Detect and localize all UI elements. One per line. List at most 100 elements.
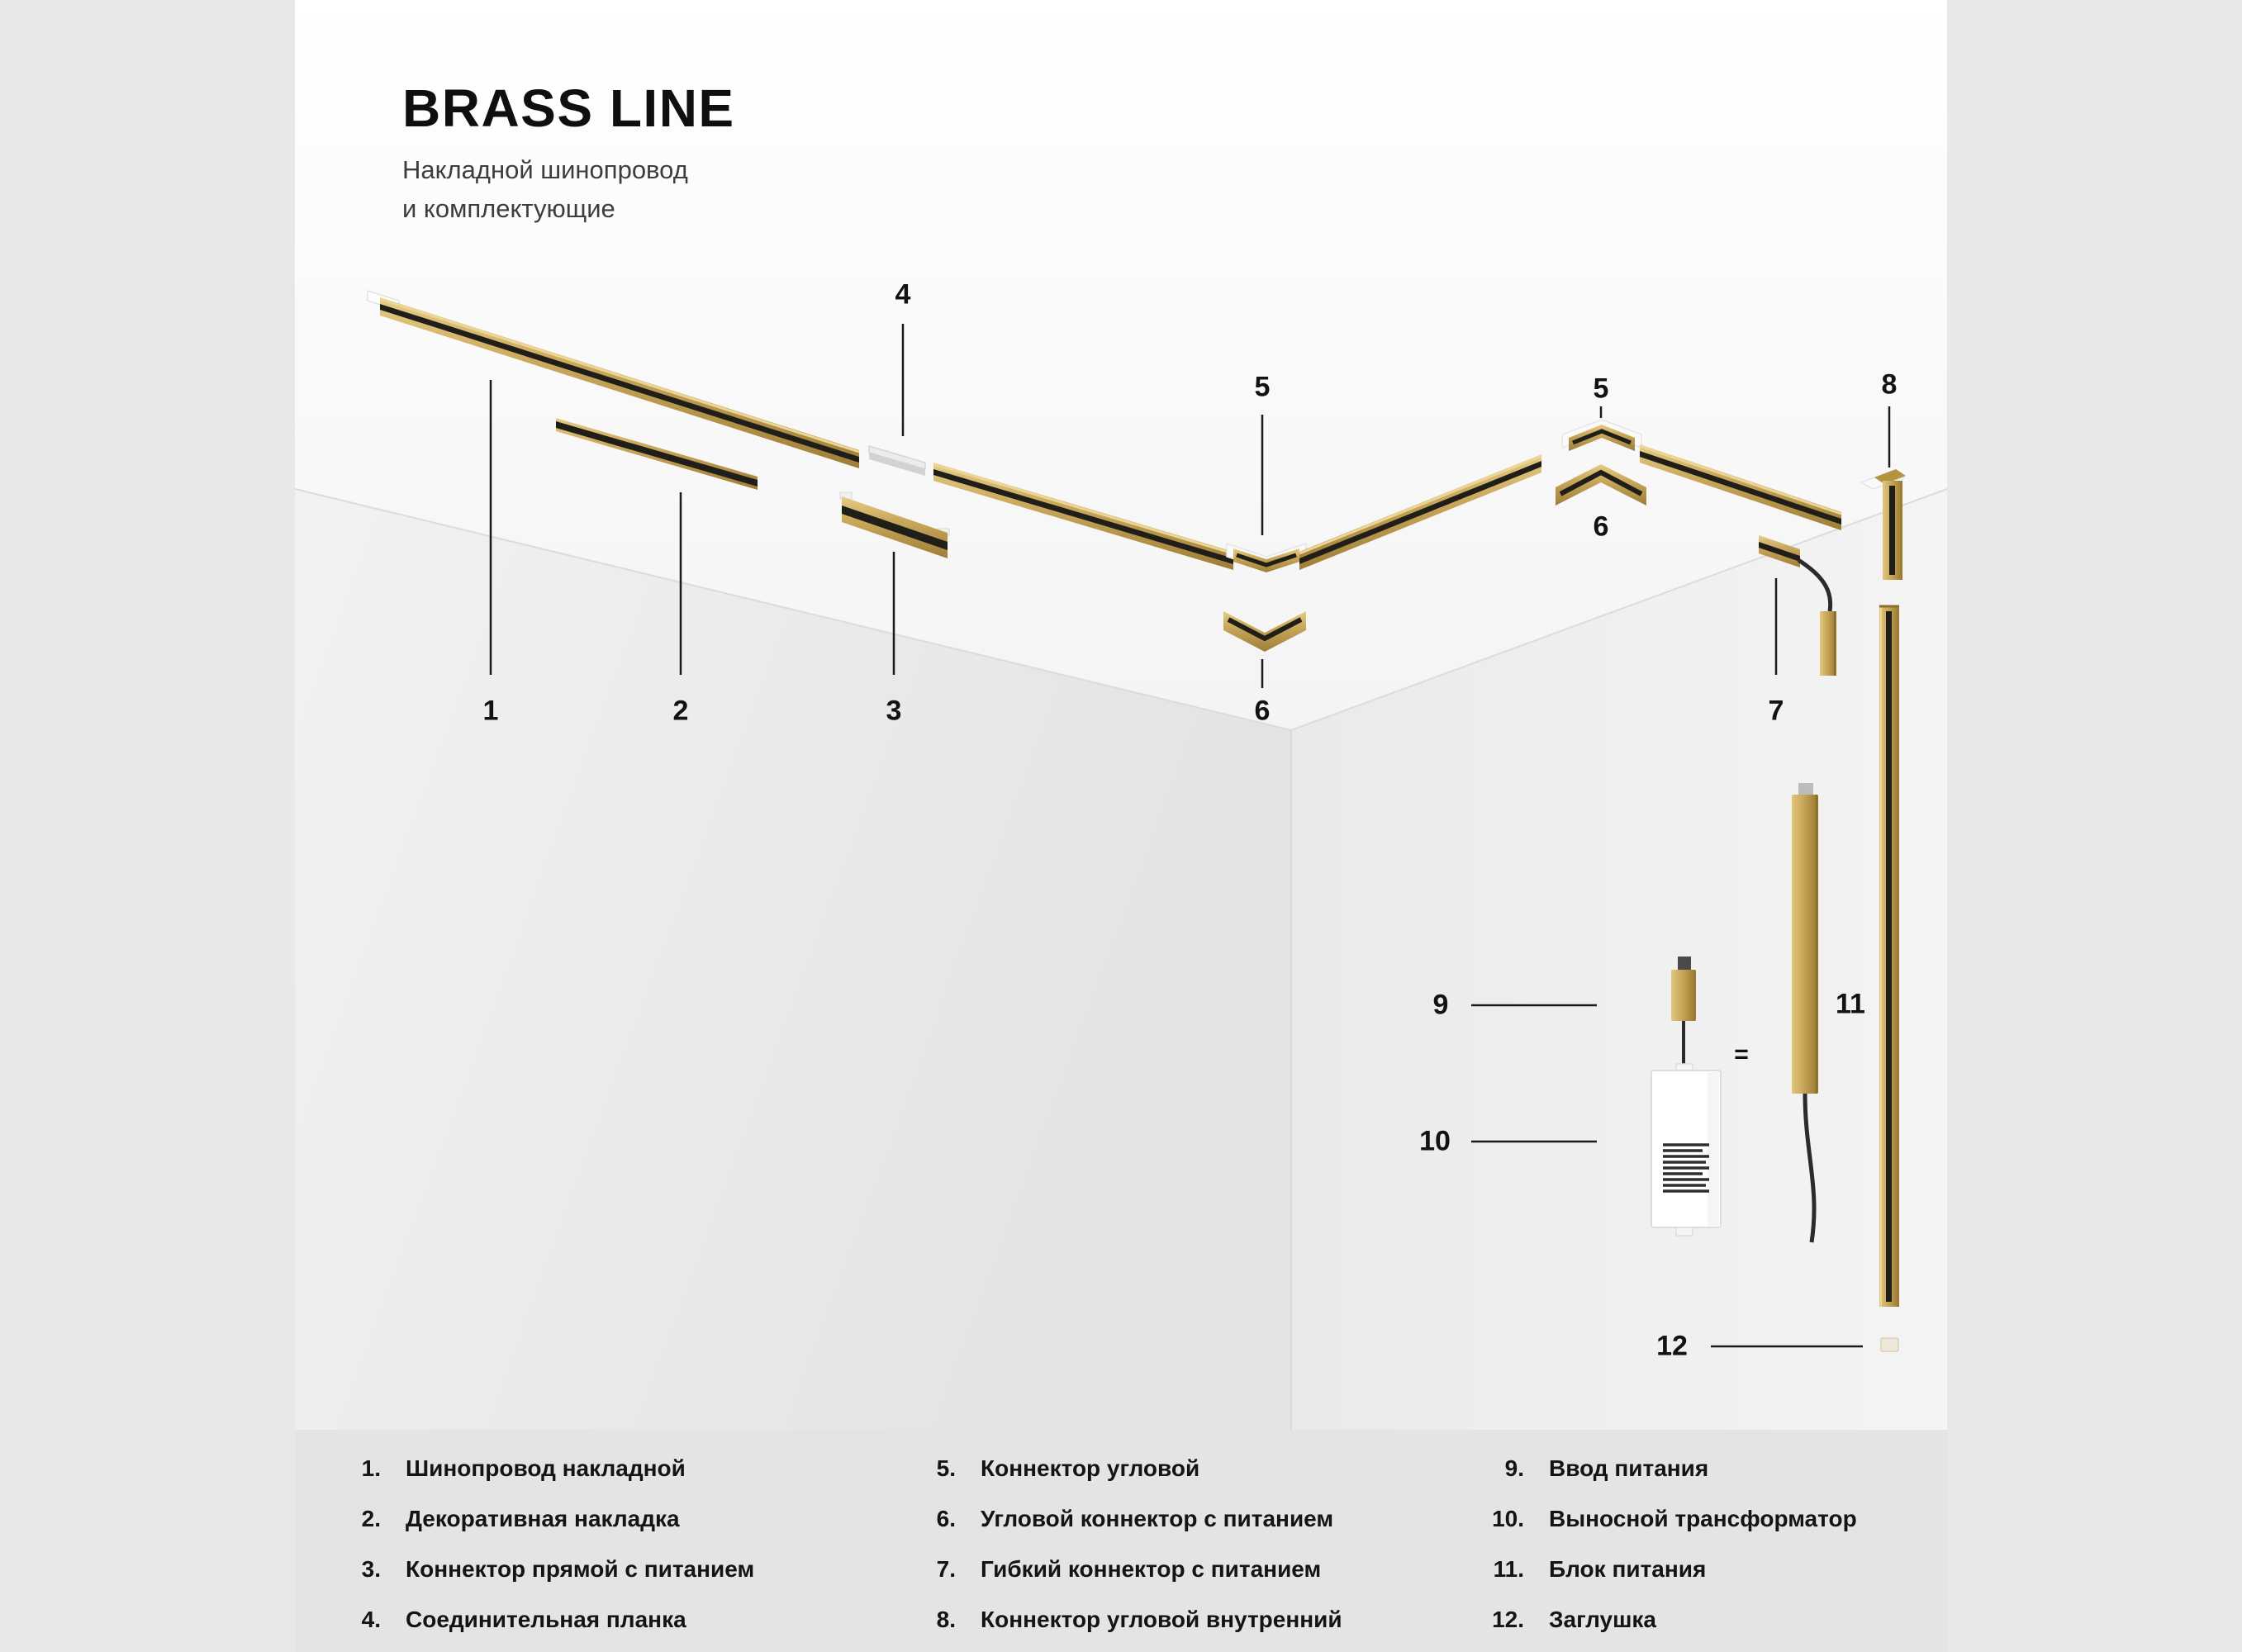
- legend-item-number: 5.: [936, 1455, 956, 1481]
- corner-slot: [1236, 553, 1297, 567]
- track-highlight: [379, 297, 860, 453]
- legend-item: 6. Угловой коннектор с питанием: [906, 1493, 1342, 1544]
- corner-top: [1874, 469, 1906, 484]
- page-subtitle: Накладной шинопровод и комплектующие: [402, 151, 735, 228]
- page-title: BRASS LINE: [402, 78, 735, 138]
- transformer-10: [1651, 1063, 1722, 1237]
- legend-item-label: Блок питания: [1549, 1555, 1707, 1582]
- supply-connector: [1798, 783, 1813, 796]
- track-2: [933, 463, 1234, 570]
- legend-column-2: 5. Коннектор угловой 6. Угловой коннекто…: [906, 1443, 1342, 1645]
- supply-cable: [1803, 1093, 1817, 1243]
- input-tip: [1678, 957, 1691, 970]
- legend-item: 8. Коннектор угловой внутренний: [906, 1594, 1342, 1645]
- power-corner-connector-6a: [1223, 611, 1306, 652]
- inner-corner-connector-8: [1860, 469, 1906, 580]
- legend-item-number: 8.: [936, 1606, 956, 1632]
- track-slot: [933, 469, 1233, 564]
- track-highlight: [1299, 454, 1542, 555]
- legend-item-label: Ввод питания: [1549, 1455, 1709, 1481]
- power-corner-connector-6b: [1556, 464, 1646, 506]
- callout-number-4: 4: [895, 278, 911, 311]
- corner-vertical-slot: [1889, 486, 1895, 575]
- legend-item-label: Угловой коннектор с питанием: [981, 1505, 1334, 1531]
- legend-item: 7. Гибкий коннектор с питанием: [906, 1544, 1342, 1594]
- transformer-shade: [1708, 1072, 1719, 1226]
- callout-number-1: 1: [482, 695, 499, 727]
- legend-item-number: 11.: [1493, 1555, 1524, 1582]
- track-highlight: [1639, 444, 1842, 515]
- legend-item: 12. Заглушка: [1475, 1594, 1857, 1645]
- wall-track: [1879, 605, 1899, 1307]
- callout-number-10: 10: [1419, 1125, 1451, 1157]
- legend-item-number: 7.: [936, 1555, 956, 1582]
- track-slot: [1299, 461, 1541, 564]
- corner-slot: [1227, 617, 1303, 642]
- decor-cover-2: [556, 418, 758, 490]
- supply-body: [1792, 795, 1818, 1094]
- callout-layer: 1 2 3 4 5 5 6 6 7 8 9 10 11 = 12: [295, 0, 1947, 1430]
- legend-item-label: Декоративная накладка: [406, 1505, 680, 1531]
- corner-body: [1233, 548, 1299, 572]
- flex-connector-7: [1759, 535, 1836, 676]
- input-body: [1671, 970, 1696, 1021]
- scene-illustration: [295, 0, 1947, 1430]
- legend-item-number: 1.: [361, 1455, 381, 1481]
- connector-slot: [842, 506, 948, 550]
- callout-lines: [489, 324, 1891, 1348]
- legend-footer: 1. Шинопровод накладной 2. Декоративная …: [295, 1430, 1947, 1652]
- power-supply-11: [1792, 783, 1818, 1243]
- legend-item-label: Заглушка: [1549, 1606, 1656, 1632]
- transformer-vents: [1663, 1143, 1709, 1193]
- joining-plate-4: [868, 444, 926, 476]
- ceiling-plane: [295, 0, 1947, 730]
- legend-item-label: Коннектор угловой: [981, 1455, 1200, 1481]
- track-3: [1299, 454, 1542, 570]
- legend-column-3: 9. Ввод питания 10. Выносной трансформат…: [1475, 1443, 1857, 1645]
- plate-front: [869, 453, 925, 476]
- legend-column-1: 1. Шинопровод накладной 2. Декоративная …: [331, 1443, 755, 1645]
- legend-item-number: 6.: [936, 1505, 956, 1531]
- legend-item-number: 12.: [1492, 1606, 1524, 1632]
- corner-body: [1223, 611, 1306, 652]
- subtitle-line-1: Накладной шинопровод: [402, 155, 688, 185]
- legend-item-label: Коннектор прямой с питанием: [406, 1555, 755, 1582]
- track-highlight: [933, 463, 1234, 555]
- callout-number-8: 8: [1881, 368, 1898, 401]
- track-slot: [1640, 451, 1841, 525]
- callout-number-9: 9: [1432, 989, 1449, 1021]
- callout-number-5a: 5: [1254, 371, 1271, 403]
- legend-item: 11. Блок питания: [1475, 1544, 1857, 1594]
- flex-cable: [1797, 558, 1833, 612]
- legend-item-label: Выносной трансформатор: [1549, 1505, 1857, 1531]
- callout-number-7: 7: [1768, 695, 1784, 727]
- legend-item: 10. Выносной трансформатор: [1475, 1493, 1857, 1544]
- legend-item-number: 9.: [1504, 1455, 1524, 1481]
- corner-connector-5b: [1561, 419, 1642, 451]
- legend-item-label: Соединительная планка: [406, 1606, 686, 1632]
- wall-left: [295, 489, 1291, 1430]
- legend-item: 2. Декоративная накладка: [331, 1493, 754, 1544]
- legend-item-number: 2.: [361, 1505, 381, 1531]
- legend-item: 1. Шинопровод накладной: [331, 1443, 754, 1493]
- flex-block-slot: [1759, 542, 1800, 562]
- callout-number-3: 3: [886, 695, 902, 727]
- cover-slot: [556, 421, 758, 487]
- callout-number-6a: 6: [1254, 695, 1271, 727]
- wall-right: [1291, 489, 1947, 1430]
- legend-item-number: 4.: [361, 1606, 381, 1632]
- legend-item-label: Коннектор угловой внутренний: [981, 1606, 1342, 1632]
- transformer-tab-bottom: [1675, 1227, 1693, 1237]
- track-4: [1639, 444, 1842, 530]
- equals-sign: =: [1734, 1041, 1749, 1068]
- content-frame: BRASS LINE Накладной шинопровод и комплек…: [295, 0, 1947, 1652]
- flex-wall-block: [1820, 611, 1836, 676]
- subtitle-line-2: и комплектующие: [402, 193, 615, 223]
- callout-number-5b: 5: [1593, 373, 1609, 405]
- track-1: [367, 289, 860, 468]
- corner-connector-5a: [1226, 542, 1307, 572]
- callout-number-2: 2: [672, 695, 689, 727]
- corner-slot: [1559, 469, 1643, 496]
- corner-body: [1569, 425, 1635, 451]
- legend-item: 5. Коннектор угловой: [906, 1443, 1342, 1493]
